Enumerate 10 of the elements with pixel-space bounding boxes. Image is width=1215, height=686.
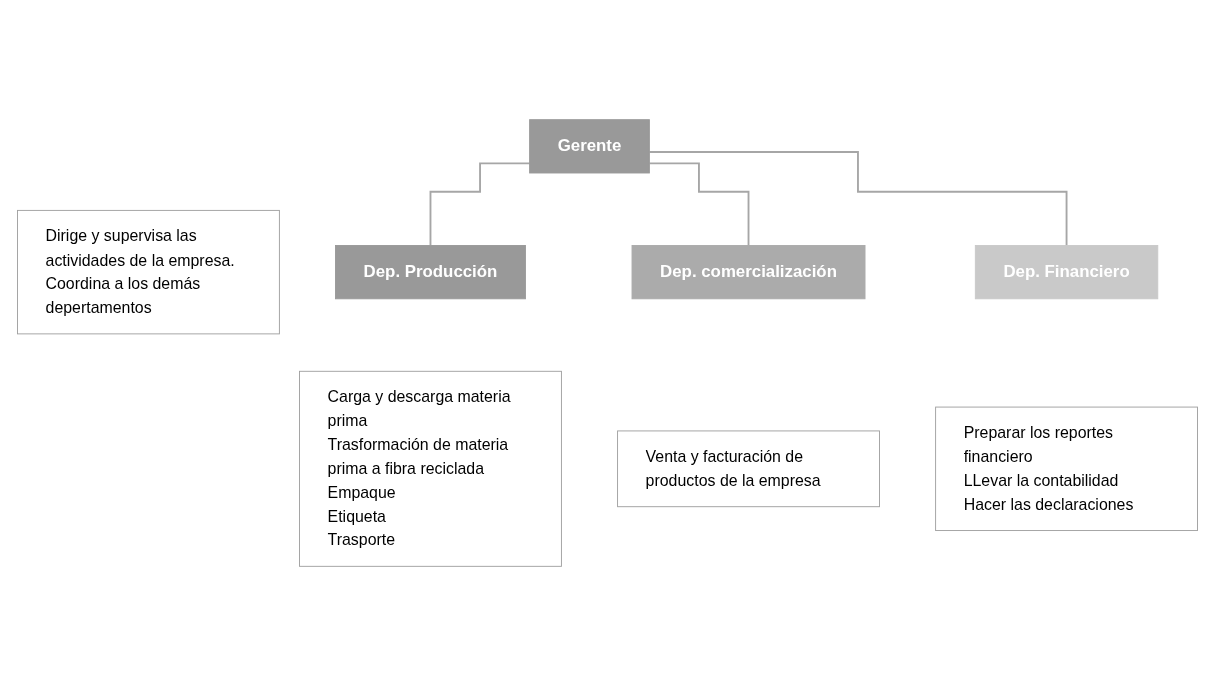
node-box: Gerente [529,119,650,174]
connector [648,151,1068,247]
node-box: Dirige y supervisa las actividades de la empresa. Coordina a los demás depertamentos [17,209,280,335]
connector [648,162,750,247]
node-box: Dep. comercialización [631,245,866,300]
node-box: Venta y facturación de productos de la empresa [617,430,880,508]
connector [429,162,531,247]
node-box: Preparar los reportes financiero LLevar la contabilidad Hacer las declaraciones [935,406,1198,531]
node-box: Carga y descarga materia prima Trasformación de materia prima a fibra reciclada Empaque Etiqueta Trasporte [299,370,562,567]
node-box: Dep. Producción [335,245,526,300]
